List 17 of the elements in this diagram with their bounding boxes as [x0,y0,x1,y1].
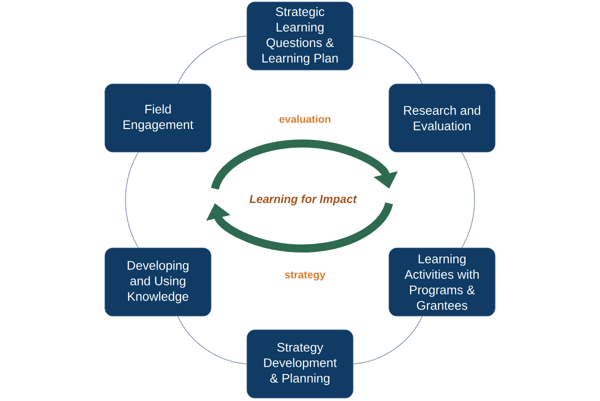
connector-arc [352,36,423,84]
connector-arc [125,152,139,248]
connector-arc [352,316,423,364]
curved-arrow [206,202,393,252]
connector-arc [177,36,248,84]
process-box: Research and Evaluation [388,84,496,152]
process-box: Learning Activities with Programs & Grantees [388,248,496,316]
cycle-label: evaluation [279,115,330,123]
connector-arc [177,316,248,364]
connector-arc [461,152,475,248]
process-box: Developing and Using Knowledge [104,248,212,316]
process-box: Strategy Development & Planning [246,330,354,398]
cycle-label: strategy [284,271,326,281]
center-title: Learning for Impact [250,194,358,206]
process-box: Strategic Learning Questions & Learning Plan [246,2,354,70]
curved-arrow [211,140,398,190]
process-box: Field Engagement [104,84,212,152]
